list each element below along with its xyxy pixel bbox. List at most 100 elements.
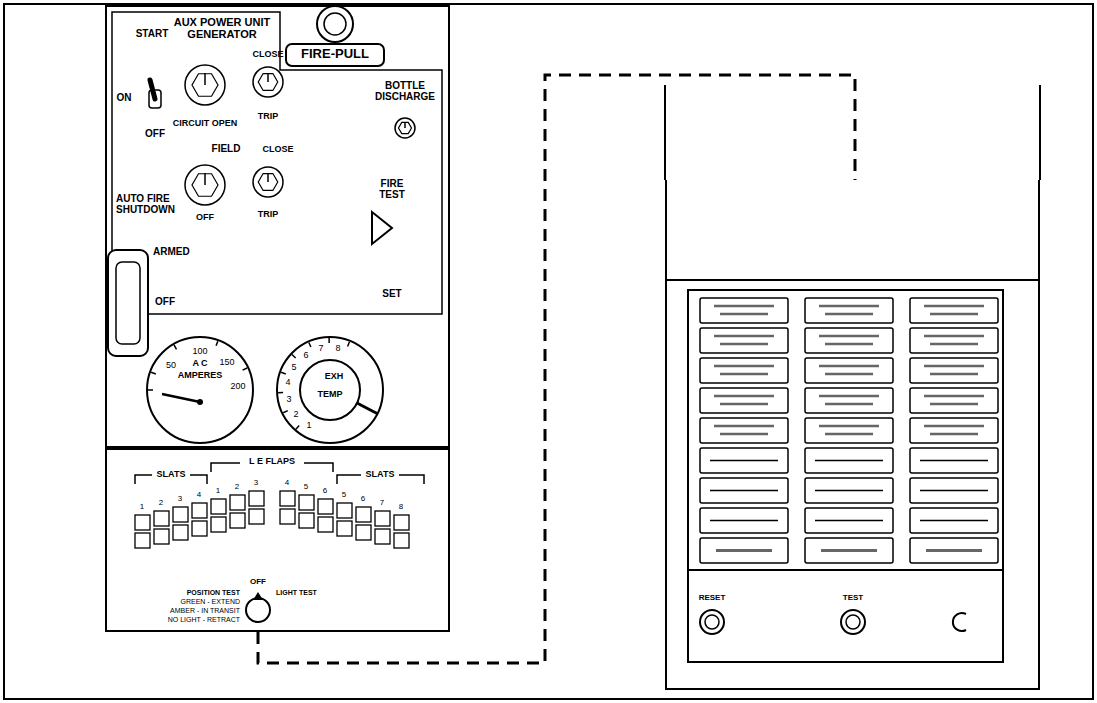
gauge-title: TEMP: [317, 390, 342, 400]
legend-marking: [930, 403, 978, 406]
apu-control-panel: AUX POWER UNIT GENERATOR: [105, 5, 450, 448]
position-light: [356, 507, 371, 522]
switch-label: SET: [382, 288, 401, 299]
dashed-connector: [258, 75, 855, 663]
push-button: [841, 610, 865, 634]
position-light: [394, 533, 409, 548]
position-number: 7: [380, 499, 384, 508]
position-number: 4: [197, 491, 201, 500]
gauge-tick: [348, 342, 350, 347]
scale-number: 7: [318, 344, 323, 354]
section-label: AUTO FIRE SHUTDOWN: [116, 193, 186, 215]
annunciator-light: [805, 538, 893, 563]
push-button: [705, 615, 719, 629]
annunciator-light: [910, 358, 998, 383]
position-light: [192, 503, 207, 518]
panel-heading: AUX POWER UNIT GENERATOR: [167, 16, 277, 40]
position-number: 4: [285, 479, 289, 488]
group-label: SLATS: [157, 470, 186, 480]
annunciator-light: [700, 358, 788, 383]
switch-label: ARMED: [153, 246, 190, 257]
knob-hexagon: [399, 122, 412, 133]
annunciator-light: [910, 478, 998, 503]
legend-marking: [710, 460, 778, 462]
scale-number: 2: [293, 410, 298, 420]
legend-marking: [819, 395, 879, 398]
annunciator-light: [700, 328, 788, 353]
annunciator-light: [910, 328, 998, 353]
switch-label: OFF: [250, 578, 266, 587]
legend-marking: [714, 425, 774, 428]
position-light: [249, 491, 264, 506]
position-light: [154, 511, 169, 526]
rotary-knob: [395, 118, 415, 138]
annunciator-unit: RESETTEST: [665, 180, 1040, 690]
position-number: 1: [216, 487, 220, 496]
position-light: [154, 529, 169, 544]
legend-marking: [930, 433, 978, 436]
switch-guard: [108, 250, 148, 356]
position-light: [135, 533, 150, 548]
position-number: 8: [399, 503, 403, 512]
position-number: 2: [159, 499, 163, 508]
switch-label: CLOSE: [262, 145, 293, 155]
position-light: [192, 521, 207, 536]
legend-marking: [825, 433, 873, 436]
legend-marking: [720, 313, 768, 316]
annunciator-light: [910, 388, 998, 413]
legend-marking: [825, 403, 873, 406]
annunciator-light: [910, 298, 998, 323]
legend-marking: [720, 403, 768, 406]
position-number: 6: [323, 487, 327, 496]
legend-marking: [930, 313, 978, 316]
gauge-needle: [357, 403, 378, 414]
legend-marking: [815, 460, 883, 462]
fire-handle-ring: [324, 13, 346, 35]
legend-marking: [930, 343, 978, 346]
position-light: [375, 529, 390, 544]
position-light: [299, 513, 314, 528]
position-light: [280, 491, 295, 506]
repeated-parts: [135, 65, 998, 563]
legend-marking: [819, 365, 879, 368]
position-light: [318, 499, 333, 514]
position-number: 5: [342, 491, 346, 500]
legend-marking: [821, 549, 877, 552]
knob-pointer: [267, 173, 269, 182]
legend-marking: [716, 549, 772, 552]
scale-number: 4: [285, 378, 290, 388]
annunciator-light: [700, 298, 788, 323]
position-number: 3: [178, 495, 182, 504]
rotary-knob: [253, 67, 283, 97]
push-button: [846, 615, 860, 629]
legend-marking: [924, 305, 984, 308]
legend-marking: [924, 335, 984, 338]
position-light: [299, 495, 314, 510]
legend-marking: [920, 520, 988, 522]
switch-note: AMBER - IN TRANSIT: [170, 607, 240, 615]
switch-guard: [116, 262, 140, 344]
switch-label: TRIP: [258, 210, 279, 220]
fire-test-switch: [372, 212, 392, 244]
switch-label: LIGHT TEST: [276, 589, 317, 597]
legend-marking: [920, 490, 988, 492]
legend-marking: [720, 373, 768, 376]
position-light: [211, 517, 226, 532]
knob-hexagon: [258, 74, 278, 91]
rotary-knob: [253, 167, 283, 197]
button-label: BOTTLE DISCHARGE: [365, 80, 445, 102]
gauge-tick: [148, 389, 153, 391]
legend-marking: [720, 343, 768, 346]
switch-label: FIRE TEST: [374, 178, 410, 200]
knob-pointer: [204, 173, 206, 185]
knob-pointer: [253, 592, 263, 600]
position-light: [337, 521, 352, 536]
legend-marking: [920, 460, 988, 462]
legend-marking: [815, 520, 883, 522]
switch-label: POSITION TEST: [187, 589, 240, 597]
position-light: [337, 503, 352, 518]
position-light: [280, 509, 295, 524]
